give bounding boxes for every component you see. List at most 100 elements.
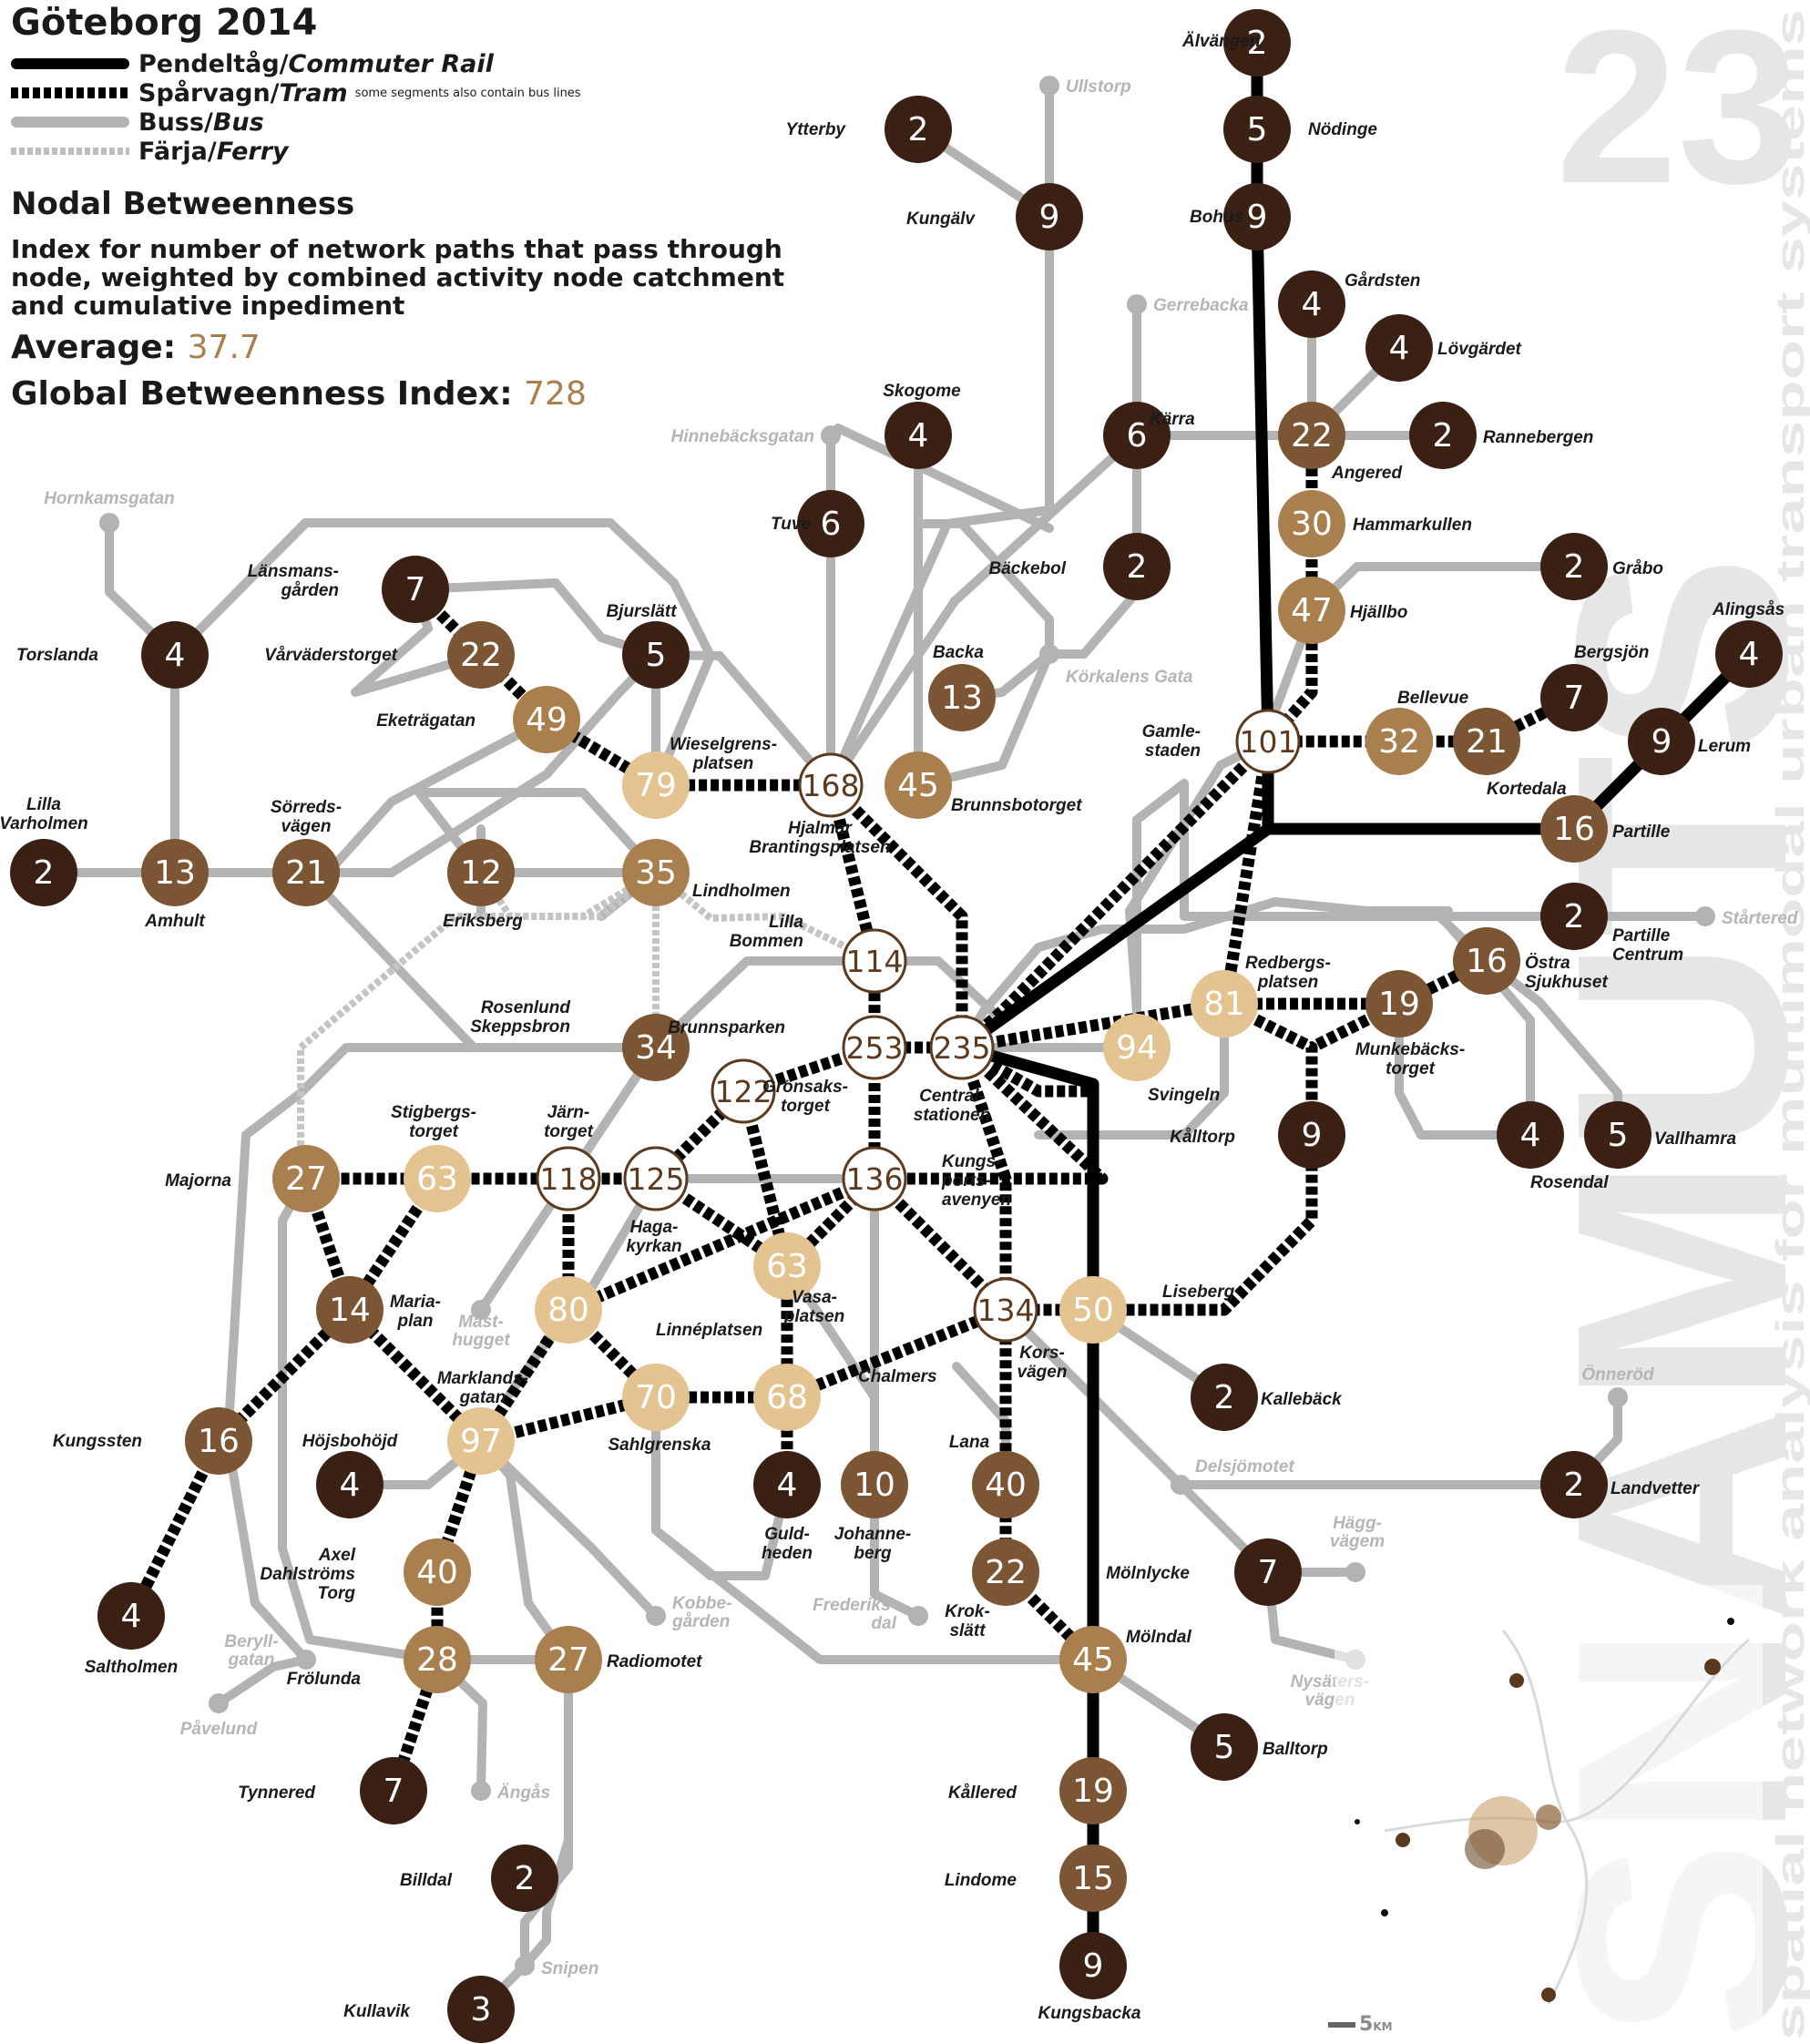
minor-stop-dot: [1345, 1562, 1365, 1582]
station-label: Angered: [1331, 464, 1402, 483]
station-marker: [141, 839, 209, 906]
betweenness-value: 4: [1389, 330, 1410, 367]
bus-line: [826, 431, 1141, 790]
station-label: Gamle-staden: [1142, 722, 1201, 761]
station-marker: [1540, 664, 1608, 731]
station-label: Torslanda: [16, 646, 99, 665]
station-label: Kungssten: [53, 1432, 142, 1451]
average-stat: Average: 37.7: [11, 329, 831, 366]
station-marker: [1235, 709, 1301, 774]
station-label: Bäckebol: [989, 559, 1067, 578]
station-marker: [1365, 314, 1433, 382]
station-label: Lindome: [945, 1871, 1017, 1890]
betweenness-value: 6: [1127, 417, 1148, 455]
station-marker: [1628, 708, 1695, 775]
station-label: Johanne-berg: [834, 1525, 911, 1563]
station-marker: [1540, 795, 1608, 863]
station-marker: [1191, 970, 1258, 1037]
station-marker: [1223, 183, 1291, 250]
betweenness-value: 27: [285, 1160, 327, 1198]
station-marker: [972, 1451, 1039, 1518]
betweenness-value: 5: [1608, 1117, 1629, 1154]
minor-stop-label: Frederiks-dal: [813, 1596, 897, 1633]
legend-bus-sv: Buss/: [138, 107, 213, 137]
station-marker: [1103, 533, 1171, 600]
station-vallhamra: 5 Vallhamra: [1584, 1101, 1737, 1169]
station-label: Lövgärdet: [1437, 340, 1522, 359]
betweenness-value: 5: [1214, 1729, 1235, 1766]
station-marker: [885, 402, 952, 469]
station-label: Vallhamra: [1654, 1129, 1737, 1149]
station-label: Hammarkullen: [1353, 516, 1472, 535]
station-marker: [1584, 1101, 1651, 1169]
tram-line: [824, 783, 962, 1054]
map-title: Göteborg 2014: [11, 2, 318, 44]
minor-stop-label: Delsjömotet: [1195, 1457, 1294, 1477]
betweenness-value: 22: [1291, 417, 1333, 455]
station-marker: [1497, 1101, 1564, 1169]
station-marker: [535, 1626, 602, 1693]
station-marker: [1278, 490, 1345, 557]
betweenness-value: 101: [1240, 724, 1297, 760]
station-marker: [10, 839, 77, 906]
station-marker: [797, 490, 864, 557]
station-marker: [842, 1015, 907, 1080]
betweenness-value: 12: [460, 854, 502, 892]
legend-tram-en: Tram: [279, 78, 348, 107]
betweenness-value: 168: [803, 768, 860, 803]
station-marker: [1103, 402, 1171, 469]
station-marker: [382, 556, 449, 623]
station-label: Brunnsbotorget: [951, 796, 1082, 815]
betweenness-value: 5: [1247, 111, 1268, 148]
betweenness-value: 2: [1214, 1379, 1235, 1416]
inset-region-map: [1334, 1585, 1763, 2040]
bus-line: [833, 424, 1054, 533]
tram-line: [566, 1173, 877, 1315]
station-label: Bohus: [1190, 208, 1243, 227]
bus-line: [957, 897, 1453, 1052]
station-marker: [1191, 1713, 1258, 1781]
station-label: Nödinge: [1308, 120, 1377, 139]
betweenness-value: 4: [908, 417, 929, 455]
station-label: Central-stationen: [914, 1087, 990, 1125]
betweenness-value: 136: [846, 1161, 904, 1197]
tram-line: [737, 1089, 793, 1485]
legend-tram-sv: Spårvagn/: [138, 78, 280, 107]
station-nodinge: 5 Nödinge: [1223, 96, 1377, 163]
station-marker: [1278, 402, 1345, 469]
betweenness-value: 4: [1520, 1117, 1541, 1154]
bus-line: [651, 1393, 1098, 1664]
station-marker: [1715, 620, 1783, 688]
station-label: Kortedala: [1487, 780, 1567, 799]
measure-title: Nodal Betweenness: [11, 186, 355, 222]
station-label: Maria-plan: [390, 1293, 441, 1331]
station-label: Gårdsten: [1345, 271, 1420, 291]
station-label: Hjällbo: [1350, 603, 1407, 622]
station-label: Haga-kyrkan: [626, 1218, 681, 1256]
betweenness-value: 45: [1072, 1641, 1114, 1679]
station-label: Tuve: [771, 515, 811, 534]
minor-stop-label: Påvelund: [180, 1720, 258, 1739]
minor-stop-dot: [1127, 294, 1147, 314]
bus-line: [105, 518, 179, 877]
global-label: Global Betweenness Index:: [11, 375, 513, 413]
betweenness-value: 16: [1553, 811, 1595, 848]
tram-line: [826, 781, 968, 1048]
minor-stop-label: Körkalens Gata: [1066, 668, 1193, 687]
